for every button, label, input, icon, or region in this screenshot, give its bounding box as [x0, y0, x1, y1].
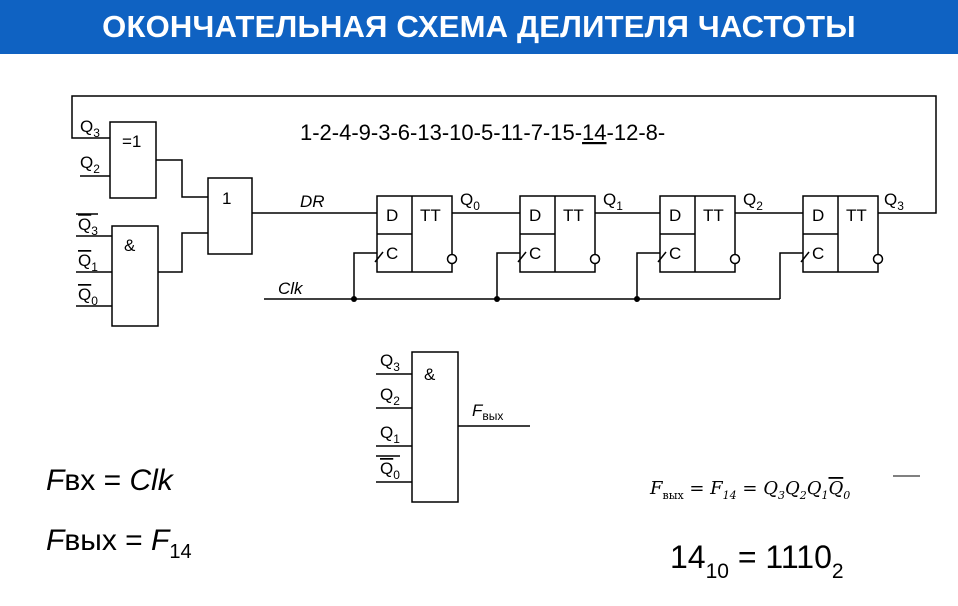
out-input-q0-bar: Q0	[380, 459, 400, 482]
flip-flop-2: D C TT	[657, 195, 741, 273]
svg-text:C: C	[669, 244, 681, 263]
svg-text:C: C	[812, 244, 824, 263]
output-and-label: &	[424, 365, 436, 384]
and-input-q1-bar: Q1	[78, 251, 98, 274]
xor-output-wire	[156, 159, 208, 198]
svg-text:D: D	[669, 206, 681, 225]
svg-text:TT: TT	[703, 206, 724, 225]
q1-label: Q1	[603, 190, 623, 213]
clk-junction-0	[351, 296, 357, 302]
state-sequence: 1-2-4-9-3-6-13-10-5-11-7-15-14-12-8-	[300, 120, 665, 145]
title-bar: ОКОНЧАТЕЛЬНАЯ СХЕМА ДЕЛИТЕЛЯ ЧАСТОТЫ	[0, 0, 958, 54]
xor-input-q2: Q2	[80, 153, 100, 176]
flip-flop-3: D C TT	[800, 195, 884, 273]
out-input-q2: Q2	[380, 385, 400, 408]
clk-branch-1	[496, 252, 520, 299]
svg-text:TT: TT	[563, 206, 584, 225]
dr-label: DR	[300, 192, 325, 211]
out-input-q3: Q3	[380, 351, 400, 374]
fout-formula: Fвых = F14	[46, 524, 192, 563]
or-gate-label: 1	[222, 189, 231, 208]
svg-text:TT: TT	[846, 206, 867, 225]
fout-label: Fвых	[472, 401, 503, 423]
clk-branch-3	[779, 252, 803, 299]
svg-text:D: D	[386, 206, 398, 225]
q0-label: Q0	[460, 190, 480, 213]
clk-junction-1	[494, 296, 500, 302]
out-input-q1: Q1	[380, 423, 400, 446]
xor-gate	[109, 121, 157, 199]
svg-text:C: C	[386, 244, 398, 263]
svg-text:D: D	[812, 206, 824, 225]
xor-input-q3: Q3	[80, 117, 100, 140]
and-output-wire	[158, 232, 208, 273]
clk-label: Clk	[278, 279, 304, 298]
svg-text:C: C	[529, 244, 541, 263]
and-gate-label: &	[124, 236, 136, 255]
or-gate	[207, 177, 253, 255]
flip-flop-0: D C TT	[374, 195, 458, 273]
xor-gate-label: =1	[122, 132, 141, 151]
binary-conversion: 1410 = 11102	[670, 539, 844, 583]
page-title: ОКОНЧАТЕЛЬНАЯ СХЕМА ДЕЛИТЕЛЯ ЧАСТОТЫ	[102, 9, 856, 44]
fout-equation: Fвых = F14 = Q3Q2Q1Q0	[649, 478, 850, 502]
svg-text:D: D	[529, 206, 541, 225]
q2-label: Q2	[743, 190, 763, 213]
and-input-q0-bar: Q0	[78, 285, 98, 308]
output-and-gate	[411, 351, 459, 503]
and-input-q3-bar: Q3	[78, 215, 98, 238]
fin-formula: Fвх = Clk	[46, 464, 175, 497]
q3-label: Q3	[884, 190, 904, 213]
svg-text:TT: TT	[420, 206, 441, 225]
clk-branch-2	[636, 252, 660, 299]
flip-flop-1: D C TT	[517, 195, 601, 273]
clk-junction-2	[634, 296, 640, 302]
feedback-wire	[71, 95, 937, 214]
and-gate	[111, 225, 159, 327]
clk-branch-0	[353, 252, 377, 299]
